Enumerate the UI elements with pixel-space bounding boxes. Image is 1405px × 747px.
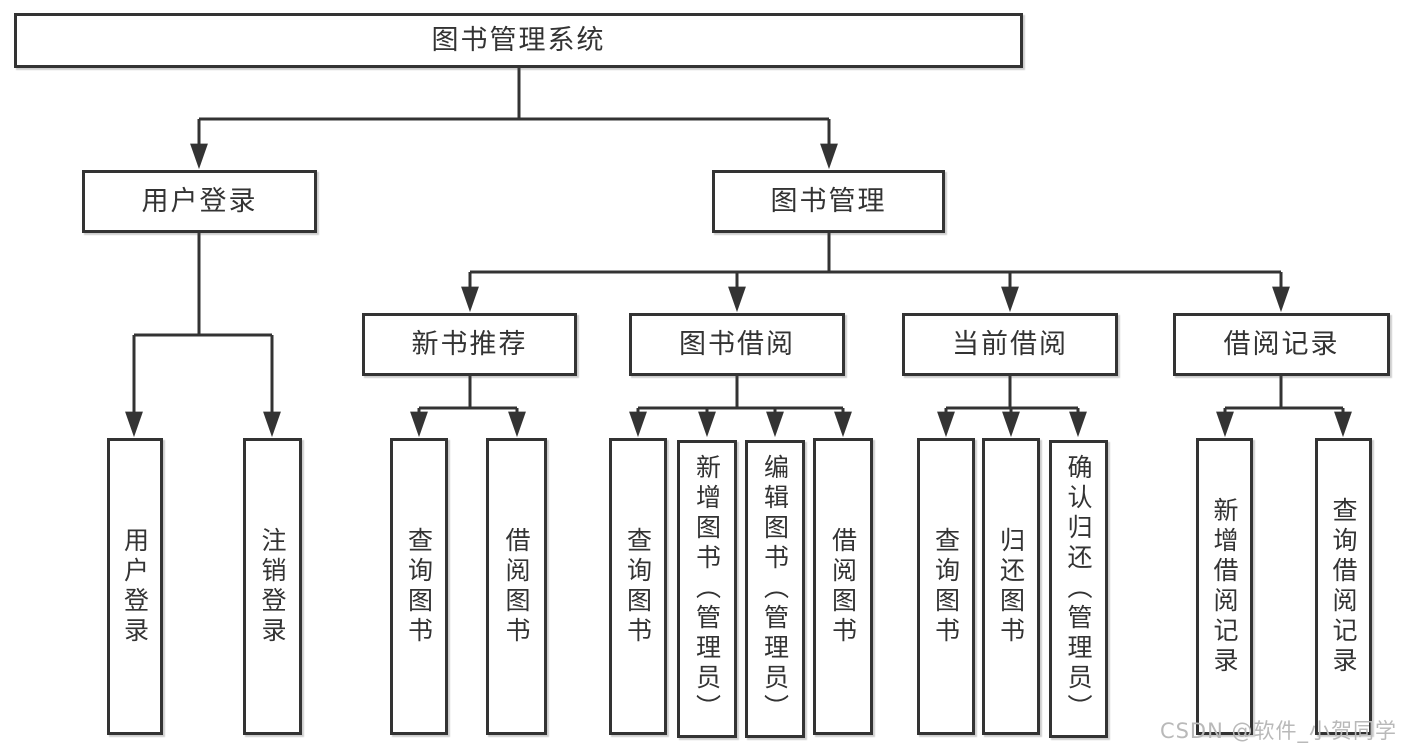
leaf-user-login-label: 用户登录 xyxy=(120,526,150,647)
node-user-login: 用户登录 xyxy=(82,170,317,233)
leaf-bb-borrow-book-label: 借阅图书 xyxy=(828,526,858,647)
node-book-borrow-label: 图书借阅 xyxy=(679,329,795,360)
leaf-cb-query-book: 查询图书 xyxy=(917,438,975,735)
connector-book-borrow-to-leaves xyxy=(629,376,852,438)
leaf-logout-label: 注销登录 xyxy=(258,526,287,647)
node-book-management-label: 图书管理 xyxy=(770,186,887,217)
leaf-cb-return-book: 归还图书 xyxy=(982,438,1040,735)
node-root-label: 图书管理系统 xyxy=(431,25,606,56)
leaf-bb-query-book-label: 查询图书 xyxy=(623,526,653,647)
leaf-bb-query-book: 查询图书 xyxy=(609,438,667,735)
leaf-br-add-record: 新增借阅记录 xyxy=(1196,438,1253,735)
leaf-cb-confirm-return-label: 确认归还（管理员） xyxy=(1064,454,1093,724)
node-new-book-recommend: 新书推荐 xyxy=(362,313,577,376)
node-current-borrow: 当前借阅 xyxy=(902,313,1118,376)
leaf-rec-query-book-label: 查询图书 xyxy=(404,526,434,647)
connector-new-book-recommend-to-leaves xyxy=(410,376,526,438)
leaf-bb-add-book-label: 新增图书（管理员） xyxy=(692,454,722,724)
leaf-rec-borrow-book-label: 借阅图书 xyxy=(502,526,531,647)
node-current-borrow-label: 当前借阅 xyxy=(952,329,1068,360)
leaf-bb-add-book: 新增图书（管理员） xyxy=(677,440,737,738)
node-new-book-recommend-label: 新书推荐 xyxy=(411,329,528,360)
leaf-br-query-record-label: 查询借阅记录 xyxy=(1329,496,1358,677)
leaf-bb-edit-book-label: 编辑图书（管理员） xyxy=(760,454,790,724)
leaf-cb-return-book-label: 归还图书 xyxy=(996,526,1026,647)
leaf-bb-edit-book: 编辑图书（管理员） xyxy=(745,440,805,738)
leaf-cb-confirm-return: 确认归还（管理员） xyxy=(1049,440,1108,738)
leaf-cb-query-book-label: 查询图书 xyxy=(931,526,961,647)
connector-book-management-to-level3 xyxy=(461,233,1290,313)
leaf-br-add-record-label: 新增借阅记录 xyxy=(1210,496,1239,677)
leaf-br-query-record: 查询借阅记录 xyxy=(1315,438,1372,735)
connector-current-borrow-to-leaves xyxy=(937,376,1087,438)
node-root: 图书管理系统 xyxy=(14,13,1023,68)
node-book-management: 图书管理 xyxy=(712,170,945,233)
leaf-bb-borrow-book: 借阅图书 xyxy=(813,438,873,735)
node-book-borrow: 图书借阅 xyxy=(629,313,845,376)
connector-borrow-records-to-leaves xyxy=(1216,376,1352,438)
node-borrow-records: 借阅记录 xyxy=(1173,313,1390,376)
leaf-rec-borrow-book: 借阅图书 xyxy=(486,438,547,735)
node-borrow-records-label: 借阅记录 xyxy=(1223,329,1340,360)
leaf-logout: 注销登录 xyxy=(243,438,302,735)
node-user-login-label: 用户登录 xyxy=(141,186,258,217)
leaf-user-login: 用户登录 xyxy=(107,438,163,735)
connector-root-to-level2 xyxy=(190,68,838,170)
csdn-watermark: CSDN @软件_小贺同学 xyxy=(1159,719,1397,743)
connector-user-login-to-leaves xyxy=(125,233,281,438)
leaf-rec-query-book: 查询图书 xyxy=(390,438,448,735)
